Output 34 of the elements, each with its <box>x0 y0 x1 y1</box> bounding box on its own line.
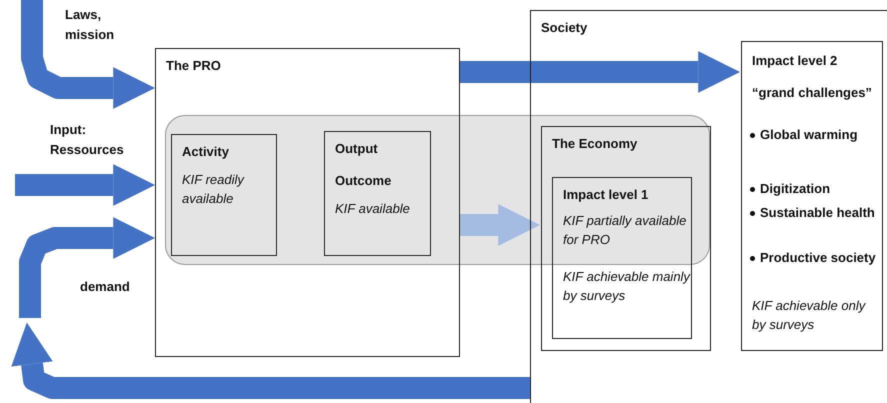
block-arrow <box>460 204 540 246</box>
edge-label: demand <box>80 278 131 296</box>
box-note: KIF achievable only by surveys <box>752 297 867 334</box>
box-heading: The Economy <box>552 135 638 153</box>
frame-box <box>741 41 883 351</box>
box-heading: Impact level 2 <box>752 52 838 70</box>
bullet-item: Productive society <box>760 249 877 267</box>
box-note: KIF achievable mainly by surveys <box>563 268 692 305</box>
frame-box <box>171 134 277 256</box>
bullet-item: Digitization <box>760 180 832 198</box>
block-arrow <box>21 0 155 109</box>
block-arrow <box>15 164 155 206</box>
edge-label: Input: Ressources <box>50 121 125 158</box>
box-heading: Impact level 1 <box>563 186 650 204</box>
box-heading: Society <box>541 19 588 37</box>
bullet-item: Sustainable health <box>760 204 876 222</box>
frame-box <box>552 177 692 339</box>
block-arrow <box>11 322 530 399</box>
block-arrow <box>19 217 155 318</box>
box-note: KIF partially available for PRO <box>563 212 688 249</box>
box-heading: “grand challenges” <box>752 84 873 102</box>
box-note: KIF available <box>335 200 411 218</box>
block-arrow <box>460 51 740 93</box>
bullet-item: Global warming <box>760 126 859 144</box>
edge-label: Laws, mission <box>65 6 116 44</box>
box-heading: The PRO <box>166 57 222 75</box>
box-heading: Outcome <box>335 172 392 190</box>
frame-box <box>541 126 711 351</box>
frame-box <box>324 131 431 256</box>
box-note: KIF readily available <box>182 171 246 208</box>
frame-box <box>155 48 460 357</box>
frame-box <box>530 10 887 403</box>
box-heading: Activity <box>182 143 230 161</box>
box-heading: Output <box>335 140 379 158</box>
